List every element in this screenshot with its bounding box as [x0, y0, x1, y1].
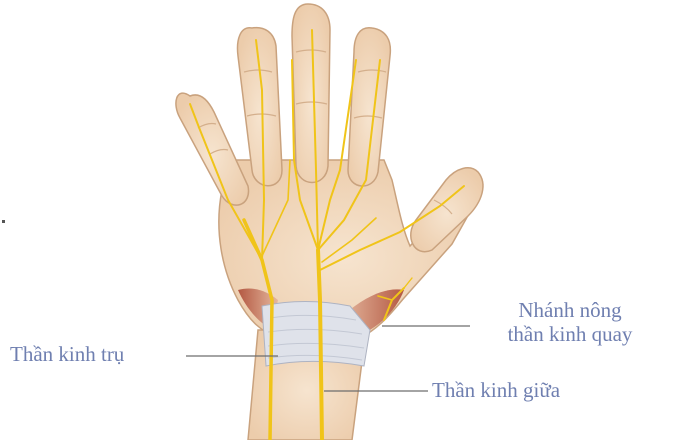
nerves — [189, 29, 465, 440]
radial-nerve-label-line1: Nhánh nông — [518, 298, 622, 322]
palm — [218, 159, 471, 339]
finger-creases — [197, 49, 453, 215]
radial-nerve-label-line2: thần kinh quay — [507, 322, 633, 346]
thumb — [410, 167, 484, 253]
median-nerve-label: Thần kinh giữa — [432, 378, 561, 402]
ulnar-nerve-label: Thần kinh trụ — [10, 342, 125, 366]
ring-finger — [236, 26, 283, 187]
radial-nerve-label: Nhánh nông thần kinh quay — [470, 298, 670, 346]
median-nerve-path — [316, 248, 324, 440]
hand-silhouette — [175, 3, 484, 440]
middle-finger — [291, 3, 331, 184]
edge-mark — [2, 220, 5, 223]
ligament-fibers — [267, 314, 365, 361]
leader-lines — [186, 325, 470, 392]
little-finger — [175, 92, 250, 206]
ulnar-nerve-path — [242, 218, 274, 440]
